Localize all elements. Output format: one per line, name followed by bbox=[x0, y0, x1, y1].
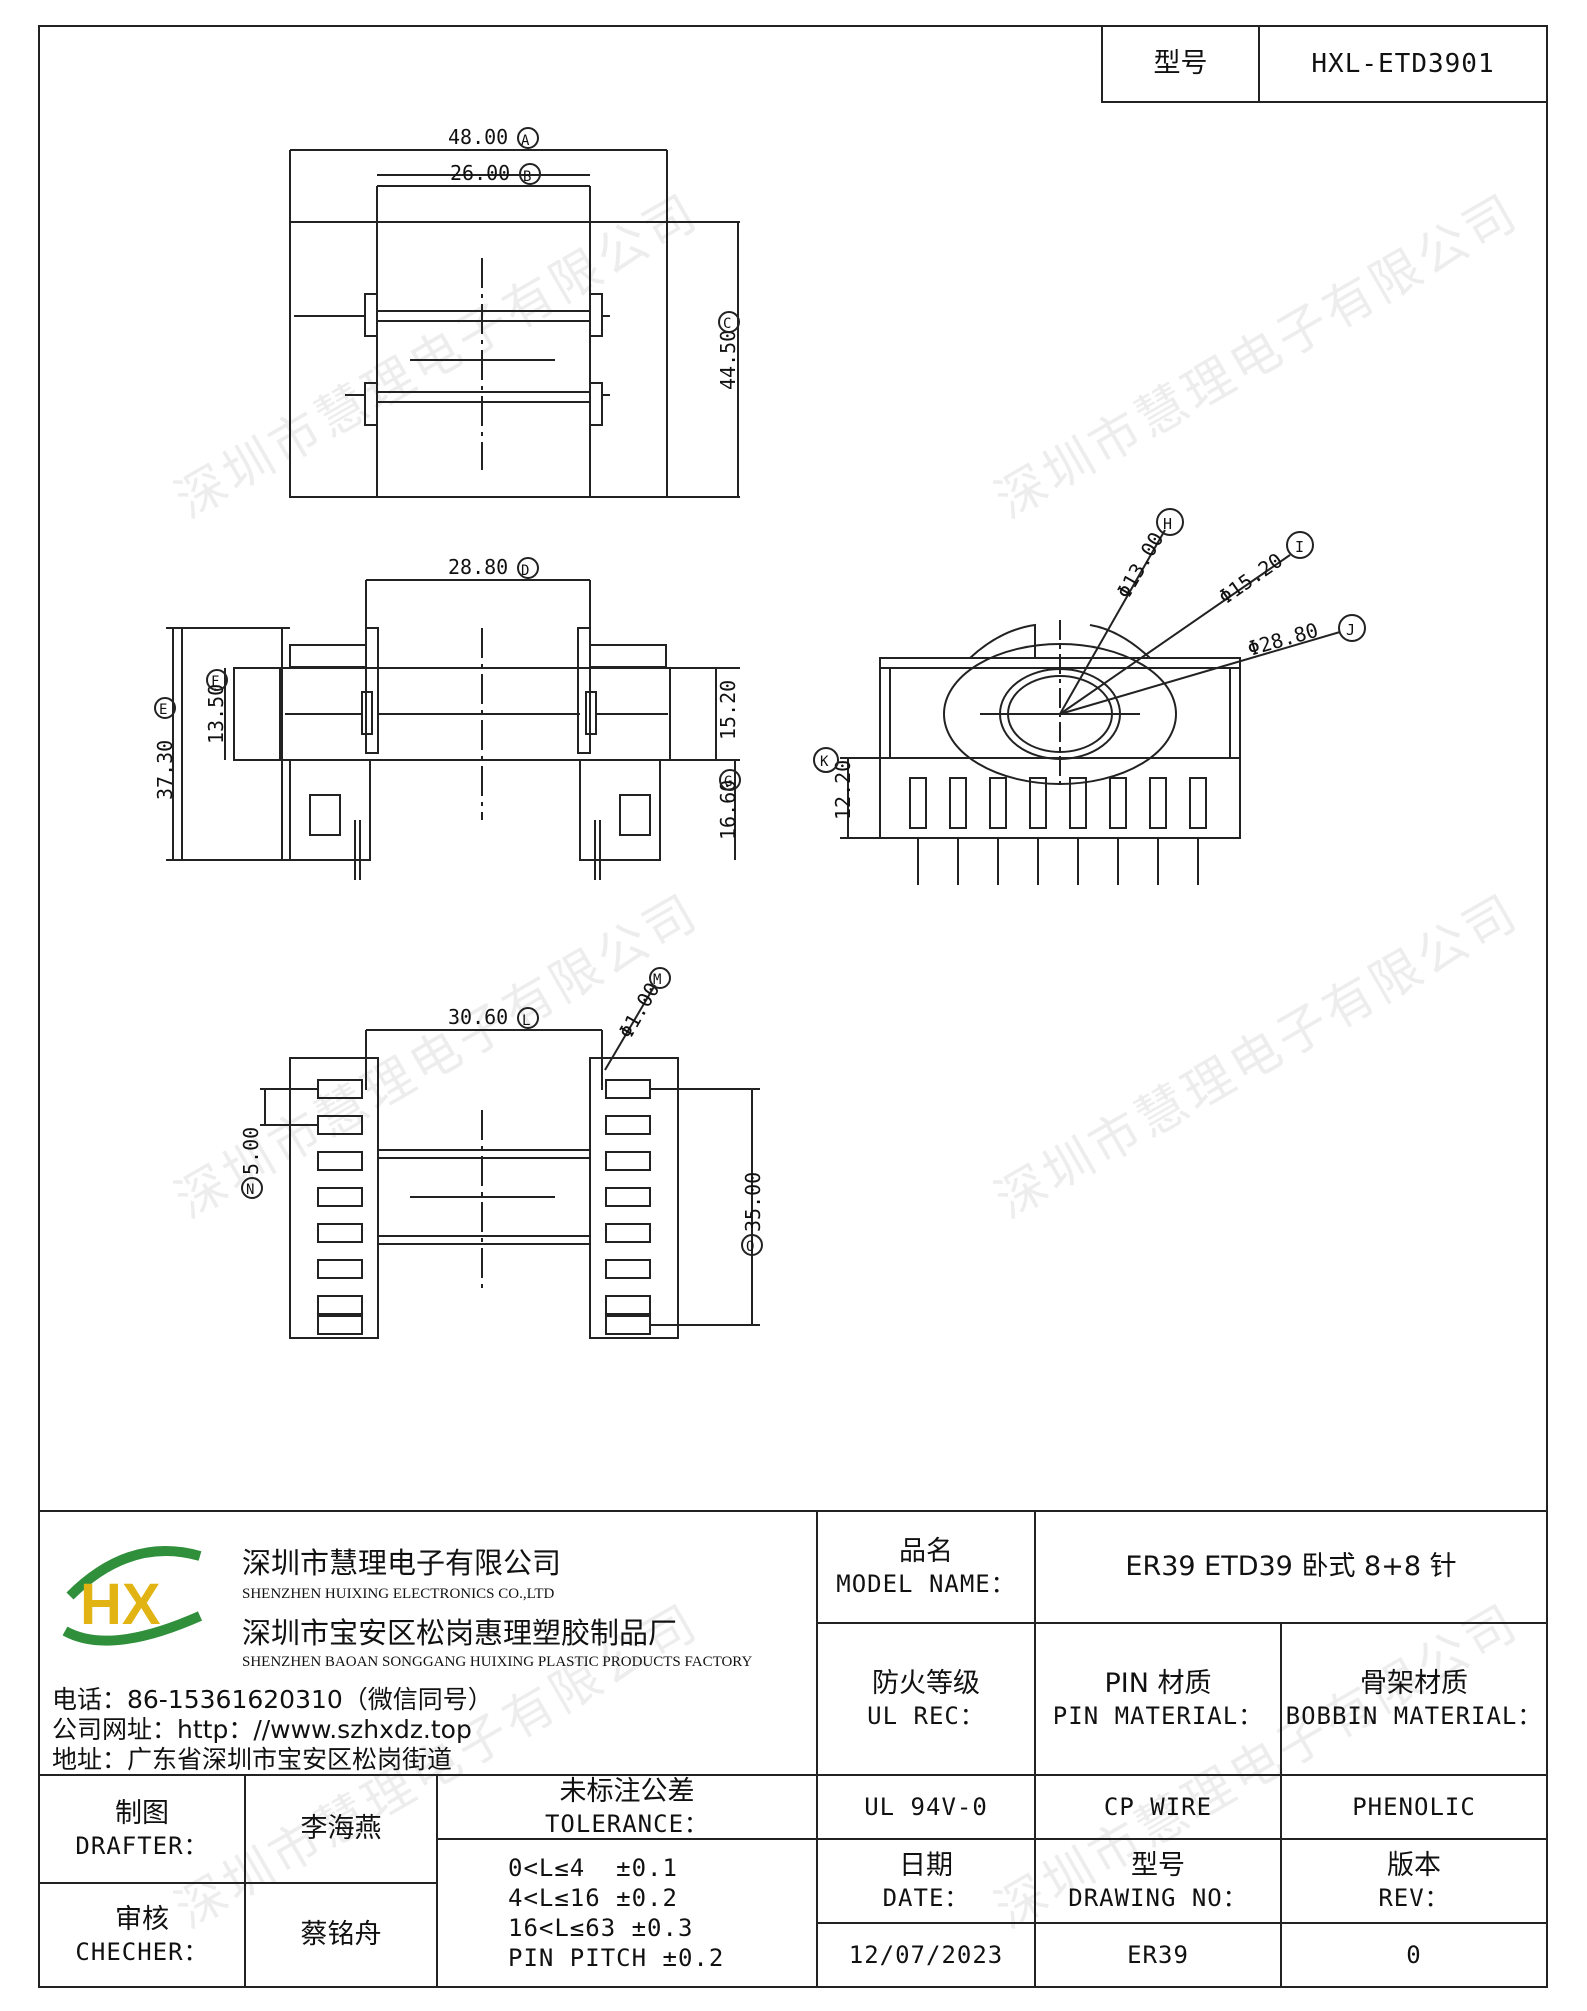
dim-label-b: B bbox=[523, 169, 531, 185]
dim-top-width-b: 26.00 bbox=[450, 161, 510, 185]
tolerance-row: PIN PITCH ±0.2 bbox=[508, 1944, 725, 1972]
header-model-value: HXL-ETD3901 bbox=[1258, 25, 1548, 103]
tolerance-row: 0<L≤4 ±0.1 bbox=[508, 1854, 678, 1882]
dim-front-height-e: 37.30 bbox=[153, 740, 177, 800]
dim-label-h: H bbox=[1163, 515, 1172, 533]
factory-name-en: SHENZHEN BAOAN SONGGANG HUIXING PLASTIC … bbox=[242, 1654, 753, 1670]
bobbin-material-label: 骨架材质 BOBBIN MATERIAL： bbox=[1280, 1622, 1548, 1776]
drafter-name: 李海燕 bbox=[244, 1774, 438, 1884]
factory-name-cn: 深圳市宝安区松岗惠理塑胶制品厂 bbox=[242, 1616, 678, 1650]
tolerance-header: 未标注公差 TOLERANCE： bbox=[436, 1774, 818, 1840]
company-website: 公司网址：http：//www.szhxdz.top bbox=[52, 1715, 472, 1744]
bobbin-material-value: PHENOLIC bbox=[1280, 1774, 1548, 1840]
drawing-no-label: 型号 DRAWING NO： bbox=[1034, 1838, 1282, 1924]
company-phone: 电话：86-15361620310（微信同号） bbox=[52, 1685, 493, 1714]
drawing-no-value: ER39 bbox=[1034, 1922, 1282, 1988]
drafter-label: 制图 DRAFTER： bbox=[38, 1774, 246, 1884]
dim-label-a: A bbox=[521, 133, 530, 149]
rev-value: 0 bbox=[1280, 1922, 1548, 1988]
dim-label-g: G bbox=[724, 774, 732, 790]
company-logo: HX bbox=[62, 1546, 203, 1646]
front-view bbox=[166, 579, 740, 880]
date-label: 日期 DATE： bbox=[816, 1838, 1036, 1924]
dim-side-dia-j: Φ28.80 bbox=[1245, 618, 1321, 661]
technical-drawing: 48.00 A 26.00 B 44.50 C bbox=[153, 125, 1366, 1339]
model-name-label: 品名 MODEL NAME： bbox=[816, 1510, 1036, 1624]
pin-material-label: PIN 材质 PIN MATERIAL： bbox=[1034, 1622, 1282, 1776]
dim-label-i: I bbox=[1295, 538, 1304, 556]
dim-side-height-k: 12.20 bbox=[831, 760, 855, 820]
dim-bottom-width-l: 30.60 bbox=[448, 1005, 508, 1029]
dim-front-g: 15.20 bbox=[716, 680, 740, 740]
dim-label-k: K bbox=[820, 754, 829, 770]
dim-side-dia-i: Φ15.20 bbox=[1214, 548, 1287, 609]
tolerance-row: 16<L≤63 ±0.3 bbox=[508, 1914, 694, 1942]
dim-label-d: D bbox=[521, 563, 529, 579]
ul-label: 防火等级 UL REC： bbox=[816, 1622, 1036, 1776]
dim-label-o: O bbox=[746, 1239, 754, 1255]
dim-label-n: N bbox=[246, 1182, 254, 1198]
dim-label-c: C bbox=[723, 316, 731, 332]
company-address: 地址：广东省深圳市宝安区松岗街道 bbox=[52, 1745, 453, 1774]
dim-label-f: F bbox=[211, 674, 219, 690]
date-value: 12/07/2023 bbox=[816, 1922, 1036, 1988]
company-block: HX 深圳市慧理电子有限公司 SHENZHEN HUIXING ELECTRON… bbox=[38, 1510, 818, 1776]
dim-bottom-height-o: 35.00 bbox=[741, 1172, 765, 1232]
side-view bbox=[840, 529, 1341, 885]
company-name-cn: 深圳市慧理电子有限公司 bbox=[242, 1546, 562, 1580]
dim-front-height-f: 13.50 bbox=[204, 684, 228, 744]
bottom-view bbox=[260, 984, 760, 1339]
ul-value: UL 94V-0 bbox=[816, 1774, 1036, 1840]
dim-top-width-a: 48.00 bbox=[448, 125, 508, 149]
model-name-value: ER39 ETD39 卧式 8+8 针 bbox=[1034, 1510, 1548, 1624]
dim-label-j: J bbox=[1346, 621, 1355, 639]
tolerance-list: 0<L≤4 ±0.1 4<L≤16 ±0.2 16<L≤63 ±0.3 PIN … bbox=[436, 1838, 818, 1988]
rev-label: 版本 REV： bbox=[1280, 1838, 1548, 1924]
dim-top-height-c: 44.50 bbox=[716, 330, 740, 390]
checker-label: 审核 CHECHER： bbox=[38, 1882, 246, 1988]
checker-name: 蔡铭舟 bbox=[244, 1882, 438, 1988]
tolerance-row: 4<L≤16 ±0.2 bbox=[508, 1884, 678, 1912]
logo-text: HX bbox=[80, 1572, 161, 1637]
dim-label-e: E bbox=[159, 702, 167, 718]
dim-bottom-pitch-n: 5.00 bbox=[239, 1127, 263, 1175]
company-name-en: SHENZHEN HUIXING ELECTRONICS CO.,LTD bbox=[242, 1586, 555, 1602]
title-block-border bbox=[38, 1510, 1548, 1512]
dim-side-dia-h: Φ13.00 bbox=[1112, 528, 1169, 603]
dim-label-l: L bbox=[522, 1013, 530, 1029]
dim-label-m: M bbox=[653, 972, 661, 988]
dim-front-width-d: 28.80 bbox=[448, 555, 508, 579]
top-view bbox=[289, 149, 740, 498]
pin-material-value: CP WIRE bbox=[1034, 1774, 1282, 1840]
